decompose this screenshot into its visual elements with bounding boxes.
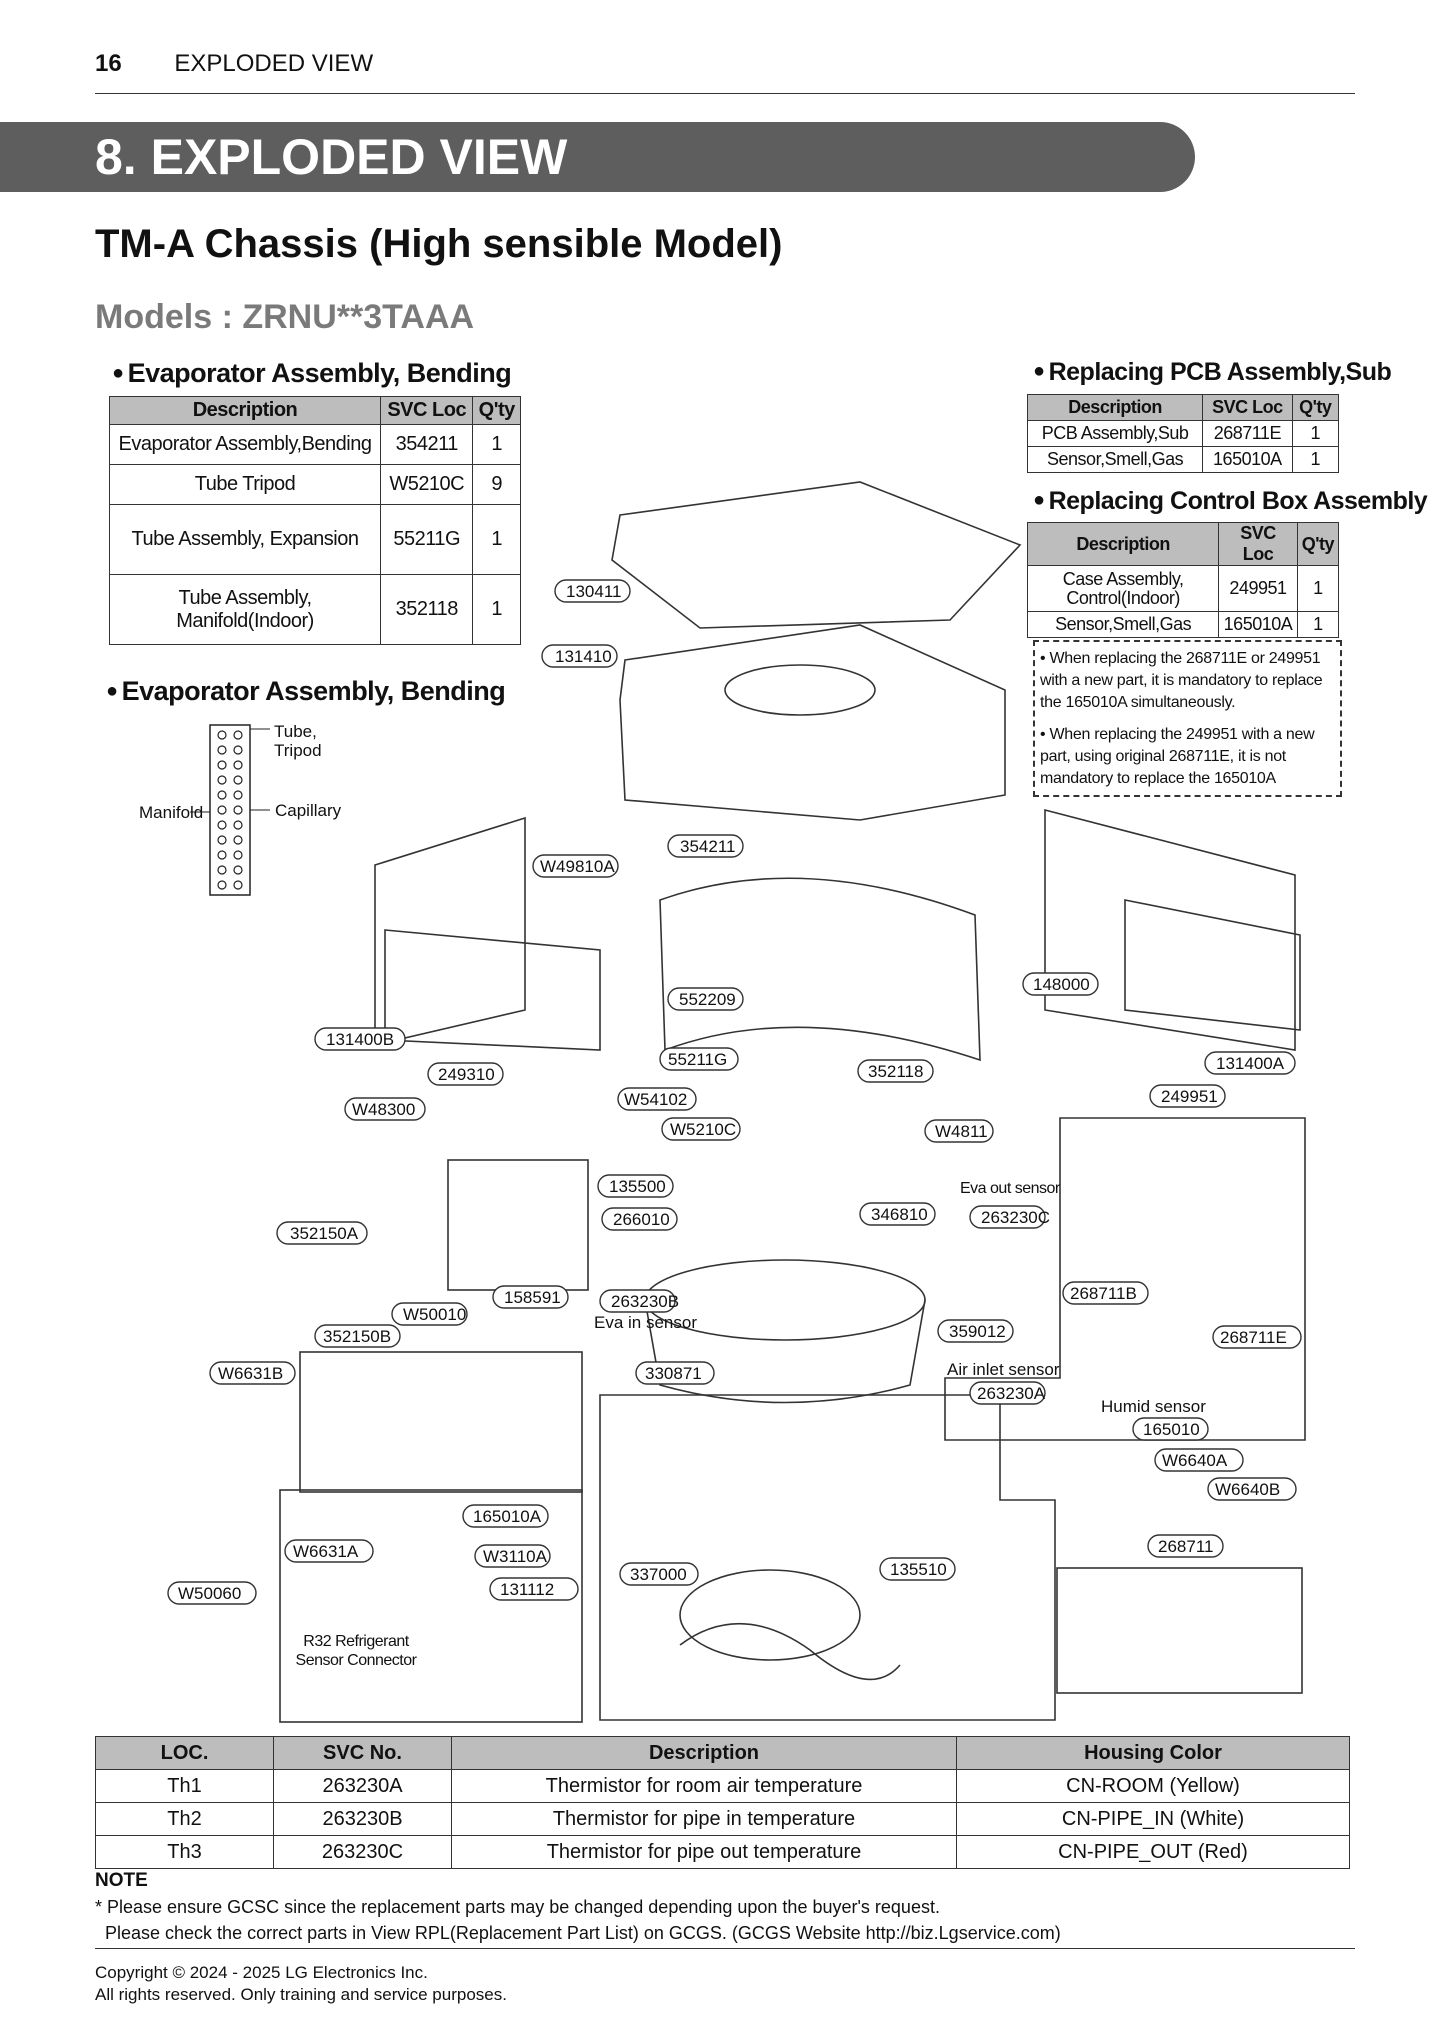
copyright-line-2: All rights reserved. Only training and s… (95, 1985, 507, 2004)
notes-section: NOTE * Please ensure GCSC since the repl… (95, 1868, 1061, 1946)
part-label: 55211G (668, 1050, 728, 1069)
evap-table-heading: ●Evaporator Assembly, Bending (112, 358, 512, 388)
exploded-diagram (167, 481, 1306, 1723)
manifold-diagram (190, 724, 270, 896)
left-panel-outline (374, 816, 526, 1047)
models-line: Models : ZRNU**3TAAA (95, 298, 475, 336)
part-label: 165010A (473, 1507, 542, 1526)
part-label: 268711B (1070, 1284, 1137, 1303)
part-label: 148000 (1033, 975, 1090, 994)
part-label: W4811 (935, 1122, 988, 1141)
part-label: 352118 (868, 1062, 924, 1081)
part-label: 131410 (555, 647, 612, 666)
part-label: 165010 (1143, 1420, 1200, 1439)
part-label: 268711 (1158, 1537, 1214, 1556)
note-line-2: Please check the correct parts in View R… (105, 1923, 1061, 1943)
part-label: W6631B (218, 1364, 284, 1383)
page-number: 16 (95, 50, 122, 77)
part-label: W50060 (178, 1584, 242, 1603)
page-header: 16 EXPLODED VIEW (95, 50, 373, 78)
part-label: 135510 (890, 1560, 947, 1579)
part-label: W6640B (1215, 1480, 1281, 1499)
insulation-outline (619, 624, 1006, 821)
part-label: Eva out sensor (960, 1180, 1060, 1197)
part-label: 131400B (326, 1030, 395, 1049)
part-label: 263230B (611, 1292, 680, 1311)
part-label: 337000 (630, 1565, 687, 1584)
part-label: 359012 (949, 1322, 1006, 1341)
part-label: 131400A (1216, 1054, 1285, 1073)
label-tube-tripod: Tube, Tripod (274, 722, 322, 760)
replace-note-1: • When replacing the 268711E or 249951 w… (1040, 650, 1323, 711)
section-banner: 8. EXPLODED VIEW (0, 122, 1195, 192)
part-label: W3110A (483, 1547, 547, 1566)
part-label: 352150A (290, 1224, 359, 1243)
part-label: W6631A (293, 1542, 359, 1561)
evaporator-outline (659, 877, 981, 1062)
part-label: W6640A (1162, 1451, 1228, 1470)
part-label: W50010 (403, 1305, 467, 1324)
page-header-title: EXPLODED VIEW (174, 50, 374, 77)
part-label: 263230A (977, 1384, 1046, 1403)
top-plate-outline (611, 481, 1022, 629)
part-label: W5210C (670, 1120, 737, 1139)
part-label: Humid sensor (1101, 1397, 1206, 1416)
part-label: R32 Refrigerant Sensor Connector (295, 1633, 417, 1669)
part-label: Eva in sensor (594, 1313, 697, 1332)
part-label: 263230C (981, 1208, 1051, 1227)
control-table-heading: ●Replacing Control Box Assembly (1033, 487, 1428, 515)
part-label: W49810A (540, 857, 615, 876)
part-label: 249310 (438, 1065, 495, 1084)
part-label: W54102 (624, 1090, 688, 1109)
part-label: 266010 (613, 1210, 670, 1229)
replace-notes-box (1033, 640, 1342, 797)
part-label: 352150B (323, 1327, 392, 1346)
right-panel-outline (1044, 808, 1296, 1051)
copyright-line-1: Copyright © 2024 - 2025 LG Electronics I… (95, 1963, 428, 1982)
label-capillary: Capillary (275, 801, 342, 820)
part-label: 158591 (504, 1288, 561, 1307)
pcb-table-heading: ●Replacing PCB Assembly,Sub (1033, 358, 1392, 386)
copyright: Copyright © 2024 - 2025 LG Electronics I… (95, 1962, 507, 2006)
part-label: 330871 (645, 1364, 702, 1383)
replace-note-2: • When replacing the 249951 with a new p… (1040, 726, 1315, 787)
evap-diagram-heading: ●Evaporator Assembly, Bending (106, 676, 506, 706)
label-manifold: Manifold (139, 803, 204, 822)
note-line-1: * Please ensure GCSC since the replaceme… (95, 1897, 940, 1917)
part-label: 354211 (680, 837, 736, 856)
part-label: 131112 (500, 1580, 555, 1599)
part-label: W48300 (352, 1100, 416, 1119)
part-label: 130411 (566, 582, 622, 601)
part-label: Air inlet sensor (947, 1360, 1060, 1379)
header-rule (95, 93, 1355, 94)
notes-heading: NOTE (95, 1870, 148, 1891)
part-label: 135500 (609, 1177, 666, 1196)
page-title: TM-A Chassis (High sensible Model) (95, 222, 783, 266)
part-label: 346810 (871, 1205, 928, 1224)
footer-rule (95, 1948, 1355, 1949)
part-label: 268711E (1220, 1328, 1287, 1347)
part-label: 552209 (679, 990, 736, 1009)
part-label: 249951 (1161, 1087, 1218, 1106)
